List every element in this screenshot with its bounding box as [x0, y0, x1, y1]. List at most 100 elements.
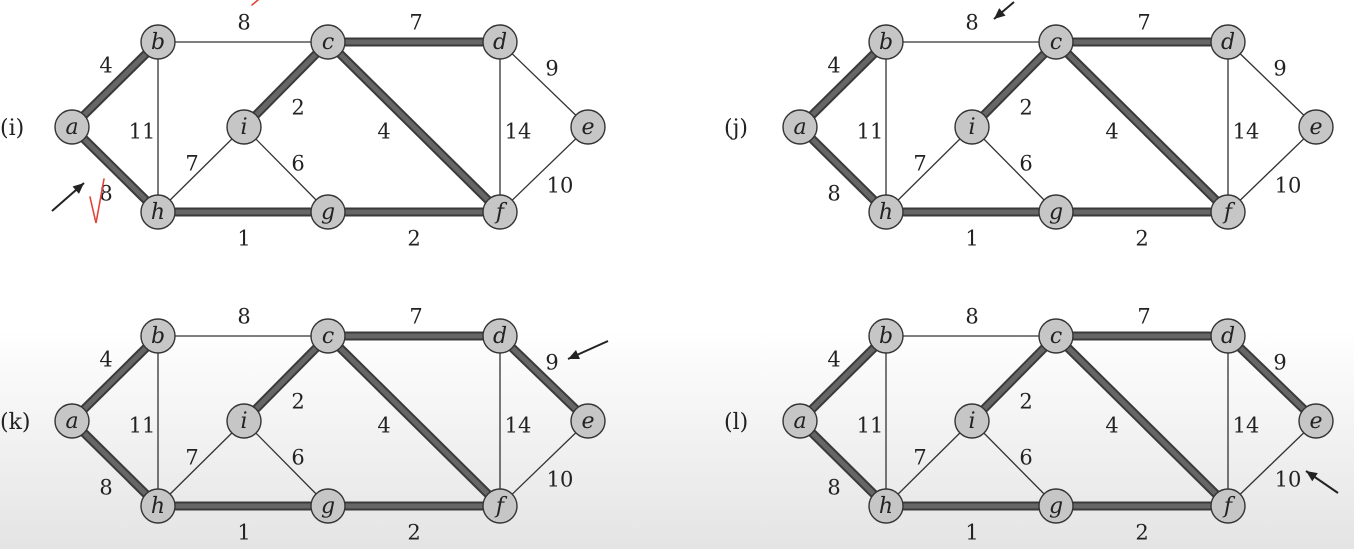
edge-weight-cf: 4 [377, 414, 390, 438]
edge-weight-gh: 1 [965, 521, 978, 545]
panel-label: (i) [0, 116, 24, 141]
node-f [1210, 488, 1246, 524]
edge-weight-bh: 11 [129, 120, 156, 144]
edge-weight-cd: 7 [1137, 11, 1150, 35]
node-label-d: d [1221, 30, 1235, 55]
edge-weight-bc: 8 [965, 305, 978, 329]
node-h [140, 194, 176, 230]
node-label-b: b [879, 324, 893, 349]
node-d [1210, 318, 1246, 354]
tree-edge-fill-ab [69, 39, 161, 130]
edge-weight-df: 14 [505, 120, 532, 144]
node-f [482, 488, 518, 524]
node-f [1210, 194, 1246, 230]
edge-weight-gi: 6 [291, 152, 304, 176]
edge-gi [971, 420, 1057, 507]
edge-weight-bh: 11 [857, 120, 884, 144]
edge-weight-gi: 6 [1019, 446, 1032, 470]
node-h [868, 488, 904, 524]
node-label-d: d [1221, 324, 1235, 349]
node-label-g: g [321, 494, 335, 519]
edge-hi [157, 420, 245, 507]
tree-edge-fill-cf [325, 39, 503, 215]
edge-weight-bc: 8 [237, 11, 250, 35]
node-label-h: h [879, 200, 893, 225]
node-label-b: b [879, 30, 893, 55]
panel-label: (k) [0, 410, 31, 435]
edge-ef [1227, 420, 1317, 507]
node-e [570, 109, 606, 145]
edge-weight-ab: 4 [99, 54, 112, 78]
node-label-b: b [151, 30, 165, 55]
edge-hi [885, 126, 973, 213]
edge-weight-bh: 11 [857, 414, 884, 438]
edge-weight-de: 9 [1273, 57, 1286, 81]
node-label-d: d [493, 30, 507, 55]
node-f [482, 194, 518, 230]
edge-weight-fg: 2 [407, 227, 420, 251]
node-label-c: c [1050, 324, 1062, 349]
tree-edge-fill-ci [969, 39, 1059, 130]
tree-edge-fill-cf [1053, 333, 1231, 509]
node-label-e: e [581, 115, 594, 140]
edge-weight-df: 14 [505, 414, 532, 438]
node-label-i: i [968, 115, 975, 140]
edge-weight-gi: 6 [1019, 152, 1032, 176]
node-b [868, 318, 904, 354]
node-label-e: e [581, 409, 594, 434]
tree-edge-fill-ab [797, 39, 889, 130]
edge-weight-ab: 4 [99, 348, 112, 372]
edge-weight-fg: 2 [1135, 227, 1148, 251]
node-g [1038, 194, 1074, 230]
tree-edge-fill-ab [797, 333, 889, 424]
edge-gi [243, 420, 329, 507]
edge-weight-ab: 4 [827, 54, 840, 78]
edge-weight-cd: 7 [1137, 305, 1150, 329]
edge-weight-cd: 7 [409, 11, 422, 35]
edge-weight-hi: 7 [913, 446, 926, 470]
node-label-h: h [151, 494, 165, 519]
node-e [570, 403, 606, 439]
node-d [482, 318, 518, 354]
node-c [1038, 318, 1074, 354]
node-label-e: e [1309, 115, 1322, 140]
tree-edge-fill-cf [1053, 39, 1231, 215]
pointer-arrow-icon [993, 1, 1015, 20]
edge-weight-fg: 2 [1135, 521, 1148, 545]
edge-weight-fg: 2 [407, 521, 420, 545]
node-label-c: c [322, 30, 334, 55]
node-b [868, 24, 904, 60]
node-label-a: a [65, 115, 78, 140]
node-e [1298, 403, 1334, 439]
pointer-arrow-icon [1305, 470, 1339, 494]
node-e [1298, 109, 1334, 145]
edge-weight-de: 9 [1273, 351, 1286, 375]
node-label-i: i [968, 409, 975, 434]
edge-weight-ah: 8 [827, 476, 840, 500]
node-b [140, 318, 176, 354]
panel-label: (j) [724, 116, 748, 141]
edge-gi [243, 126, 329, 213]
edge-weight-cf: 4 [1105, 120, 1118, 144]
edge-weight-ef: 10 [547, 174, 574, 198]
edge-ef [1227, 126, 1317, 213]
node-label-g: g [1049, 200, 1063, 225]
node-i [954, 403, 990, 439]
edge-weight-ab: 4 [827, 348, 840, 372]
edge-weight-cd: 7 [409, 305, 422, 329]
edge-weight-hi: 7 [185, 152, 198, 176]
node-label-a: a [793, 409, 806, 434]
edge-de [499, 41, 589, 128]
edge-weight-gi: 6 [291, 446, 304, 470]
edge-weight-gh: 1 [965, 227, 978, 251]
edge-weight-bh: 11 [129, 414, 156, 438]
node-label-a: a [793, 115, 806, 140]
edge-weight-gh: 1 [237, 227, 250, 251]
tree-edge-fill-ci [241, 39, 331, 130]
tree-edge-fill-de [1225, 333, 1319, 424]
panel-label: (l) [724, 410, 748, 435]
